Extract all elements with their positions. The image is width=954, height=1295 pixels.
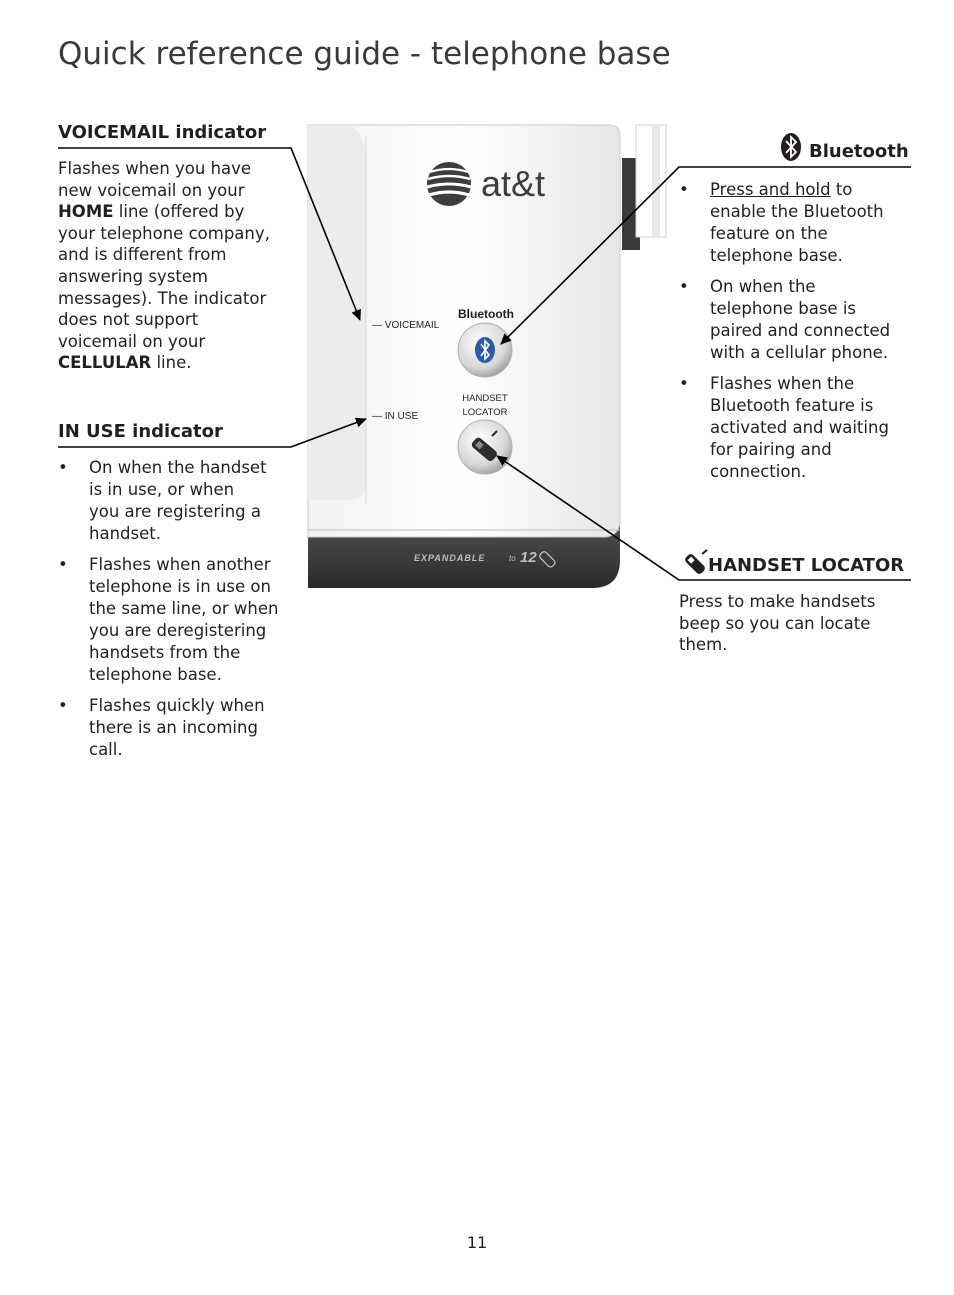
voicemail-line: voicemail on your [58, 331, 293, 353]
device-locator-label-1: HANDSET [462, 393, 508, 404]
voicemail-line: Flashes when you have [58, 158, 293, 180]
voicemail-line: and is different from [58, 244, 293, 266]
locator-description: Press to make handsets beep so you can l… [679, 591, 919, 656]
home-line-label: HOME [58, 202, 114, 221]
antenna-pole [636, 125, 666, 237]
device-expandable-text: EXPANDABLE [414, 553, 485, 563]
att-globe-icon [427, 162, 471, 206]
voicemail-line: CELLULAR line. [58, 352, 293, 374]
device-expandable-num: 12 [520, 549, 537, 566]
device-expandable-to: to [509, 554, 516, 563]
handset-icon [683, 549, 709, 575]
voicemail-heading: VOICEMAIL indicator [58, 122, 266, 143]
bluetooth-heading: Bluetooth [809, 141, 909, 162]
voicemail-line: does not support [58, 309, 293, 331]
device-locator-button [458, 420, 512, 474]
voicemail-description: Flashes when you have new voicemail on y… [58, 158, 293, 374]
device-bluetooth-button [458, 323, 512, 377]
voicemail-line: your telephone company, [58, 223, 293, 245]
page-number: 11 [0, 1233, 954, 1252]
device-locator-label-2: LOCATOR [462, 407, 507, 418]
cellular-line-label: CELLULAR [58, 353, 151, 372]
bluetooth-icon [780, 132, 802, 162]
voicemail-line: new voicemail on your [58, 180, 293, 202]
device-bluetooth-label: Bluetooth [458, 307, 514, 321]
device-inuse-label: — IN USE [372, 411, 418, 422]
voicemail-line: answering system [58, 266, 293, 288]
device-brand: at&t [481, 163, 545, 204]
locator-heading: HANDSET LOCATOR [708, 555, 904, 576]
voicemail-line: HOME line (offered by [58, 201, 293, 223]
press-and-hold-text: Press and hold [710, 180, 831, 199]
bluetooth-bullet: • Press and hold to enable the Bluetooth… [679, 179, 919, 267]
device-voicemail-label: — VOICEMAIL [372, 320, 440, 331]
inuse-heading: IN USE indicator [58, 421, 223, 442]
bluetooth-bullet-list: • Press and hold to enable the Bluetooth… [679, 179, 919, 492]
voicemail-line: messages). The indicator [58, 288, 293, 310]
